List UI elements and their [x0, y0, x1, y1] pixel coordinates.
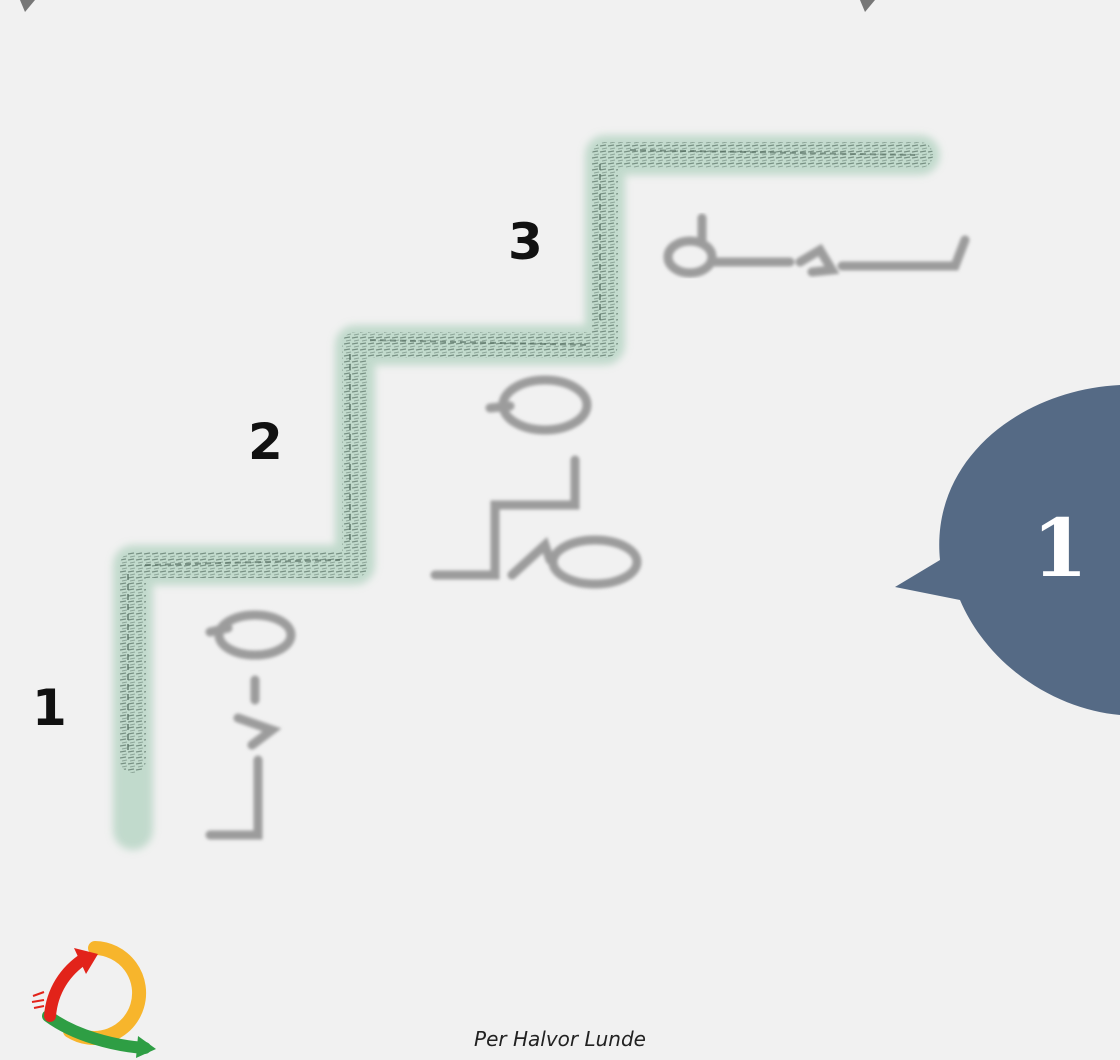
author-caption: Per Halvor Lunde: [0, 1027, 1120, 1051]
step-number-3: 3: [508, 217, 543, 267]
step-number-2: 2: [248, 417, 283, 467]
sketch-step-3: [668, 218, 965, 273]
sketch-step-1: [210, 615, 291, 835]
bubble-number: 1: [1010, 508, 1110, 588]
step-number-1: 1: [32, 683, 67, 733]
sketch-step-2: [435, 380, 637, 584]
top-edge-strip: [20, 0, 875, 12]
